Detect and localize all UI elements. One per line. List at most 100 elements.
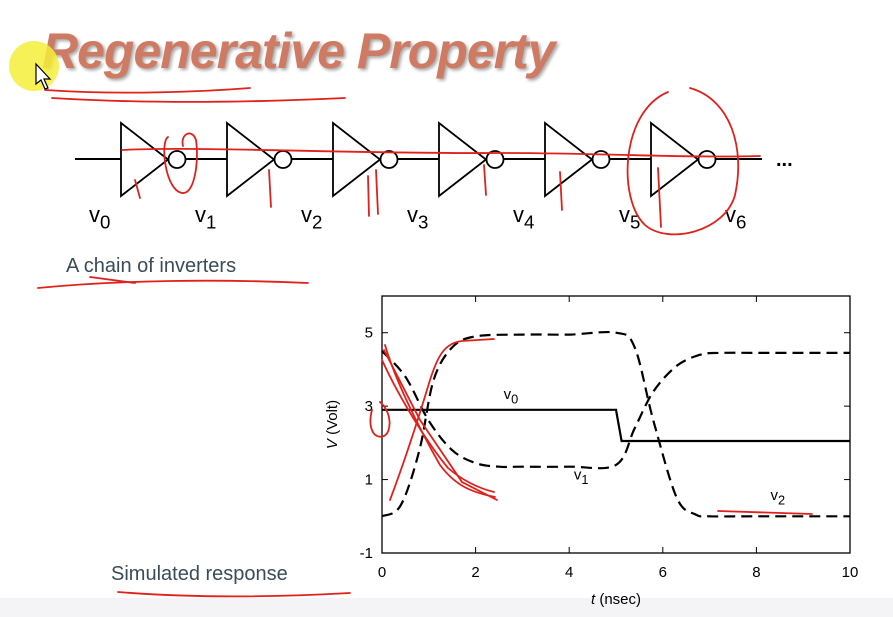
- node-label-v3-sub: 3: [418, 212, 428, 233]
- ink-stroke: [626, 87, 739, 236]
- inverter-1: [120, 121, 187, 198]
- ink-stroke: [384, 344, 496, 498]
- node-label-v0-base: v: [89, 202, 100, 227]
- node-label-v3: v3: [407, 202, 428, 233]
- y-axis-var: V: [324, 437, 341, 449]
- caption-simulated-response: Simulated response: [111, 563, 288, 585]
- chain-ellipsis: ...: [776, 149, 793, 171]
- inverter-triangle: [120, 121, 170, 198]
- x-axis-label: t (nsec): [591, 591, 641, 608]
- node-label-v3-base: v: [407, 202, 418, 227]
- slide-title: Regenerative Property: [42, 23, 556, 79]
- ink-stroke: [134, 179, 141, 199]
- ink-stroke: [268, 169, 272, 208]
- inverter-2: [226, 121, 293, 198]
- x-tick-label: 2: [471, 564, 479, 581]
- node-label-v2: v2: [301, 202, 322, 233]
- y-tick-label: -1: [360, 545, 373, 562]
- y-tick-label: 3: [365, 398, 373, 415]
- node-label-v6-base: v: [725, 202, 736, 227]
- bottom-bar: [0, 598, 893, 617]
- node-label-v2-base: v: [301, 202, 312, 227]
- y-axis-unit: (Volt): [324, 400, 341, 439]
- ink-stroke: [121, 147, 761, 158]
- ink-stroke: [37, 279, 309, 289]
- inverter-bubble: [697, 150, 717, 169]
- node-label-v6: v6: [725, 202, 746, 233]
- ink-stroke: [89, 276, 136, 284]
- node-label-v0: v0: [89, 202, 110, 233]
- inverter-bubble: [273, 150, 293, 169]
- ink-stroke: [117, 591, 351, 598]
- node-label-v4-sub: 4: [524, 212, 534, 233]
- node-label-v5-base: v: [619, 202, 630, 227]
- node-label-v1-base: v: [195, 202, 206, 227]
- ink-stroke: [163, 132, 198, 194]
- series-label-v1-base: v: [574, 467, 582, 484]
- series-v2-line: [381, 330, 850, 518]
- x-axis-var: t: [591, 591, 596, 608]
- presenter-cursor: [9, 41, 59, 91]
- series-label-v2-base: v: [770, 487, 778, 504]
- x-tick-label: 10: [842, 564, 859, 581]
- x-tick-label: 6: [659, 564, 667, 581]
- ink-stroke: [389, 338, 495, 501]
- series-label-v0-base: v: [504, 386, 512, 403]
- inverter-triangle: [438, 121, 488, 198]
- caption-inverter-chain: A chain of inverters: [66, 255, 237, 277]
- node-label-v5-sub: 5: [630, 212, 640, 233]
- inverter-4: [438, 121, 505, 198]
- y-axis-label: V (Volt): [324, 400, 341, 449]
- series-v1-line: [381, 350, 850, 470]
- node-label-v1-sub: 1: [206, 212, 216, 233]
- inverter-triangle: [332, 121, 382, 198]
- red-ink-annotations: [37, 87, 813, 598]
- ink-stroke: [559, 171, 563, 211]
- inverter-3: [332, 121, 399, 198]
- ink-stroke: [44, 87, 251, 94]
- inverter-bubble: [167, 150, 187, 169]
- ink-stroke: [51, 97, 346, 103]
- inverter-5: [544, 121, 611, 198]
- series-label-v2-sub: 2: [778, 492, 785, 507]
- series-label-v1: v1: [574, 467, 589, 488]
- node-label-v1: v1: [195, 202, 216, 233]
- inverter-triangle: [544, 121, 594, 198]
- inverter-triangle: [226, 121, 276, 198]
- hand-pointer-icon: [35, 62, 52, 90]
- ink-stroke: [717, 510, 813, 515]
- y-tick-label: 1: [365, 472, 373, 489]
- node-label-v5: v5: [619, 202, 640, 233]
- node-label-v4: v4: [513, 202, 534, 233]
- x-tick-label: 0: [378, 564, 386, 581]
- x-tick-label: 4: [565, 564, 573, 581]
- inverter-6: [650, 121, 717, 198]
- x-axis-unit: (nsec): [595, 591, 641, 608]
- node-label-v2-sub: 2: [312, 212, 322, 233]
- ink-stroke: [383, 349, 498, 501]
- inverter-triangle: [650, 121, 700, 198]
- series-label-v0-sub: 0: [511, 391, 518, 406]
- ink-stroke: [369, 401, 391, 438]
- ink-stroke: [381, 359, 495, 493]
- ink-stroke: [483, 164, 487, 196]
- inverter-bubble: [485, 150, 505, 169]
- cursor-highlight: [9, 41, 59, 91]
- ink-stroke: [657, 167, 662, 228]
- inverter-bubble: [379, 150, 399, 169]
- series-v0-line: [382, 408, 850, 443]
- node-label-v6-sub: 6: [736, 212, 746, 233]
- series-label-v1-sub: 1: [581, 472, 588, 487]
- ink-stroke: [367, 175, 370, 217]
- y-tick-label: 5: [365, 325, 373, 342]
- plot-frame: [381, 295, 851, 554]
- node-label-v0-sub: 0: [100, 212, 110, 233]
- series-label-v2: v2: [770, 487, 785, 508]
- series-label-v0: v0: [504, 386, 519, 407]
- ink-stroke: [375, 169, 379, 215]
- x-tick-label: 8: [752, 564, 760, 581]
- node-label-v4-base: v: [513, 202, 524, 227]
